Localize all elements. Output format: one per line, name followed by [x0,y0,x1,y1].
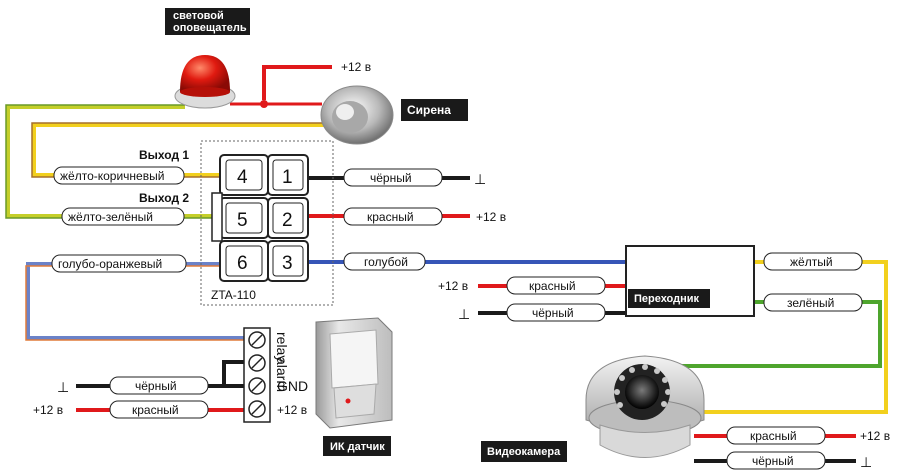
converter-badge [628,289,710,308]
terminal-power: +12 в [277,403,307,417]
ground-symbol-pin1: ⊥ [474,171,486,187]
output-1-label: Выход 1 [139,148,189,162]
light-alarm-label-2: оповещатель [173,22,247,34]
wire-label-green: зелёный [787,296,834,310]
pin-1: 1 [282,167,293,188]
terminal-gnd: GND [277,378,308,394]
wire-label-pin5: жёлто-зелёный [68,210,153,224]
wire-label-box-pin1 [343,168,443,187]
module-outline [200,140,334,306]
wire-label-sensor-red: красный [132,403,179,417]
wire-label-pin4: жёлто-коричневый [60,169,164,183]
output-2-label: Выход 2 [139,191,189,205]
siren-power-label: +12 в [341,60,371,74]
pin-3: 3 [282,253,293,274]
wire-label-box-pin4 [53,166,185,185]
wire-label-camera-red: красный [750,429,797,443]
terminal-alarm: alarm [274,357,290,392]
ir-sensor-device [315,317,393,429]
wire-label-pin1: чёрный [370,171,412,185]
pin-5: 5 [237,210,248,231]
siren-label: Сирена [407,103,451,117]
pin-4: 4 [237,167,248,188]
siren-device [320,85,394,145]
wire-label-pin3: голубой [364,255,408,269]
converter-label: Переходник [634,293,700,305]
wire-label-box-pin6 [51,254,187,273]
video-camera-device [585,355,705,458]
light-alarm-device [174,55,236,109]
sensor-terminal-block [243,327,271,423]
wire-pin6-stripe [25,265,253,341]
junction-dot [260,100,268,108]
wire-label-box-pin2 [343,207,443,226]
camera-badge [481,441,567,462]
wire-label-box-camera-black [726,451,826,470]
wire-label-box-pin3 [343,252,426,271]
converter-red-power: +12 в [438,279,468,293]
wire-label-box-sensor-black [109,376,209,395]
wire-label-pin6: голубо-оранжевый [58,257,162,271]
connector-block [211,154,309,282]
wire-label-box-converter-black [506,303,606,322]
siren-badge [401,99,468,121]
light-alarm-label-1: световой [173,10,224,22]
wire-label-converter-red: красный [529,279,576,293]
wire-label-box-green [763,293,863,312]
ir-sensor-badge [323,436,391,456]
sensor-power-label: +12 в [33,403,63,417]
terminal-relay: relay [274,332,290,362]
converter-ground-symbol: ⊥ [458,306,470,322]
module-name: ZTA-110 [211,288,256,302]
wire-label-sensor-black: чёрный [135,379,177,393]
wire-label-pin2: красный [367,210,414,224]
pin-6: 6 [237,253,248,274]
camera-label: Видеокамера [487,446,561,458]
wire-label-box-sensor-red [109,400,209,419]
camera-ground-symbol: ⊥ [860,454,872,470]
ir-sensor-label: ИК датчик [330,441,385,453]
wire-label-box-converter-red [506,276,606,295]
sensor-ground-symbol: ⊥ [57,379,69,395]
camera-power-label: +12 в [860,429,890,443]
wire-label-yellow: жёлтый [790,255,833,269]
wire-label-converter-black: чёрный [532,306,574,320]
wire-label-box-pin5 [61,207,185,226]
wire-label-box-yellow [763,252,863,271]
light-alarm-badge [165,8,250,35]
power-label-pin2: +12 в [476,210,506,224]
pin-2: 2 [282,210,293,231]
wire-label-camera-black: чёрный [752,454,794,468]
wire-label-box-camera-red [726,426,826,445]
siren-power-wire [262,65,332,100]
wire-pin5-stripe [5,104,230,219]
